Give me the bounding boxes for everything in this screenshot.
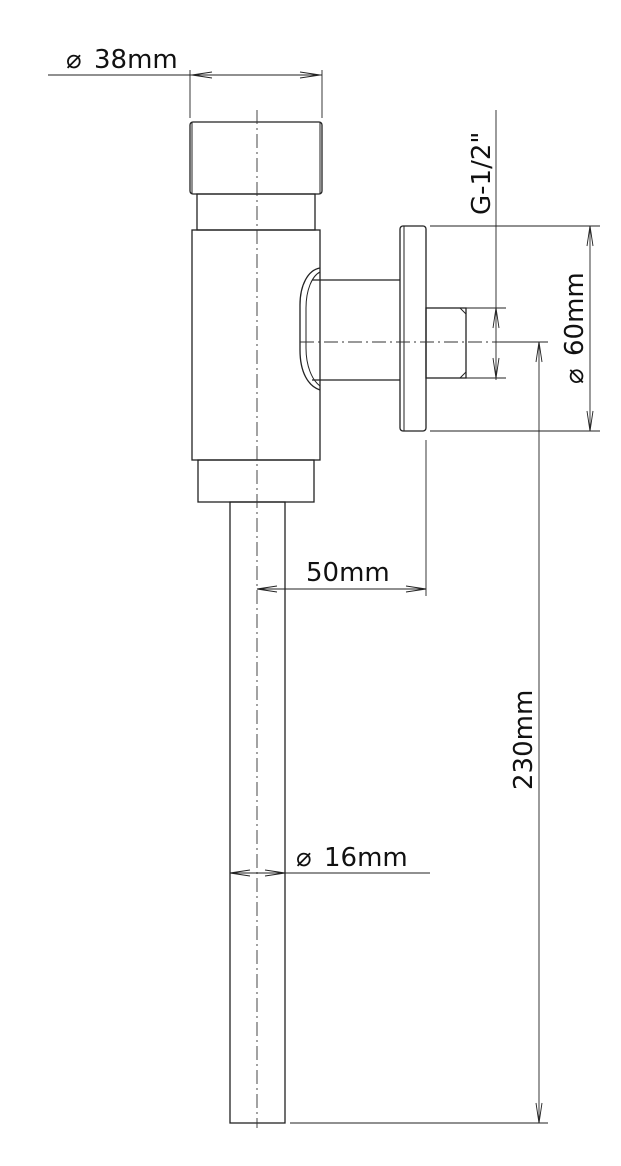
valve-body xyxy=(189,121,323,1124)
upper-neck xyxy=(196,193,316,231)
pipe-diameter-label: 16mm xyxy=(324,843,408,873)
top-cap xyxy=(189,121,323,195)
threaded-nipple xyxy=(425,307,467,379)
dim-length: 230mm xyxy=(290,341,548,1124)
arm-root xyxy=(299,267,321,391)
dim-flange-diameter: ⌀ 60mm xyxy=(430,225,600,432)
offset-label: 50mm xyxy=(306,558,390,588)
length-label: 230mm xyxy=(509,690,539,790)
top-diameter-label: 38mm xyxy=(94,45,178,75)
dim-thread: G-1/2" xyxy=(466,110,506,380)
main-body xyxy=(191,229,321,461)
center-lines xyxy=(256,110,500,1128)
pipe-diameter-symbol: ⌀ xyxy=(296,843,312,873)
lower-collar xyxy=(197,459,315,503)
thread-label: G-1/2" xyxy=(467,132,497,215)
dim-pipe-diameter: ⌀ 16mm xyxy=(229,843,430,877)
top-diameter-symbol: ⌀ xyxy=(66,45,82,75)
dim-top-diameter: ⌀ 38mm xyxy=(48,45,323,118)
inlet-arm xyxy=(299,225,467,432)
flange-diameter-label: 60mm xyxy=(560,272,590,356)
flange-diameter-symbol: ⌀ xyxy=(560,368,590,384)
outlet-pipe xyxy=(229,501,286,1124)
dim-offset: 50mm xyxy=(256,440,427,596)
